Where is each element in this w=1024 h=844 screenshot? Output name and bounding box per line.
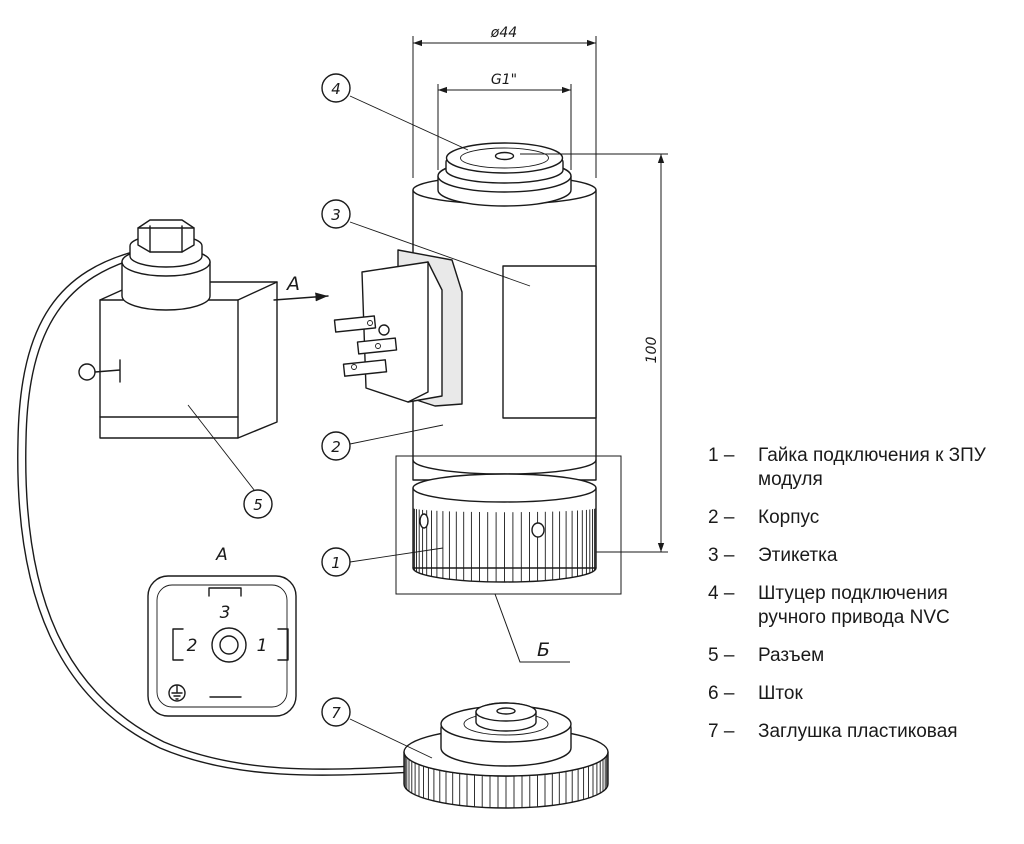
- legend-item: 5 – Разъем: [708, 644, 1018, 668]
- legend-number: 2 –: [708, 507, 735, 528]
- svg-text:4: 4: [331, 80, 341, 98]
- plug-connector: [78, 219, 278, 439]
- legend-item: 4 – Штуцер подключения ручного привода NV…: [708, 582, 1018, 630]
- detail-frame-b: [395, 455, 622, 663]
- callout-7: 7: [321, 697, 351, 727]
- legend-item: 6 – Шток: [708, 682, 1018, 706]
- svg-text:1: 1: [331, 554, 341, 572]
- legend-text: Разъем: [758, 645, 825, 666]
- svg-text:2: 2: [331, 438, 341, 456]
- svg-text:3: 3: [331, 206, 341, 224]
- legend-text: Гайка подключения к ЗПУ модуля: [758, 445, 986, 490]
- parts-legend: 1 – Гайка подключения к ЗПУ модуля 2 – Корп…: [708, 444, 1018, 758]
- svg-text:5: 5: [253, 496, 263, 514]
- legend-number: 1 –: [708, 445, 735, 466]
- legend-number: 7 –: [708, 721, 735, 742]
- plug-knurl-lines: [403, 753, 609, 808]
- legend-number: 5 –: [708, 645, 735, 666]
- legend-text: Корпус: [758, 507, 820, 528]
- legend-number: 3 –: [708, 545, 735, 566]
- dimension-thread: G1": [437, 72, 572, 170]
- legend-item: 2 – Корпус: [708, 506, 1018, 530]
- pin-1-label: 1: [257, 636, 268, 656]
- cable: [17, 249, 416, 776]
- connection-nut: [412, 473, 597, 583]
- connector-face-view: [147, 575, 297, 717]
- legend-number: 6 –: [708, 683, 735, 704]
- arrow-a-label: А: [285, 273, 300, 295]
- detail-b-label: Б: [537, 639, 550, 661]
- callout-5: 5: [243, 489, 273, 519]
- label-sticker: [502, 265, 597, 419]
- legend-text: Штуцер подключения ручного привода NVC: [758, 583, 950, 628]
- fitting-top: [437, 142, 572, 207]
- dimension-diameter: ø44: [412, 25, 597, 178]
- pin-2-label: 2: [187, 636, 198, 656]
- legend-item: 1 – Гайка подключения к ЗПУ модуля: [708, 444, 1018, 492]
- legend-text: Этикетка: [758, 545, 838, 566]
- legend-item: 3 – Этикетка: [708, 544, 1018, 568]
- callout-leaders: [187, 95, 531, 759]
- diameter-label: ø44: [490, 25, 517, 41]
- callout-2: 2: [321, 431, 351, 461]
- dimension-height: 100: [520, 153, 668, 553]
- thread-label: G1": [491, 72, 517, 88]
- svg-text:7: 7: [331, 704, 341, 722]
- legend-text: Шток: [758, 683, 803, 704]
- callout-4: 4: [321, 73, 351, 103]
- legend-item: 7 – Заглушка пластиковая: [708, 720, 1018, 744]
- legend-text: Заглушка пластиковая: [758, 721, 958, 742]
- callout-3: 3: [321, 199, 351, 229]
- height-label: 100: [644, 337, 660, 364]
- view-a-title: А: [215, 545, 228, 565]
- pin-3-label: 3: [220, 603, 231, 623]
- callout-1: 1: [321, 547, 351, 577]
- knurl-lines: [412, 508, 597, 582]
- plastic-plug: [403, 702, 609, 809]
- connector-socket: [333, 249, 463, 407]
- view-arrow-a: [273, 292, 329, 302]
- legend-number: 4 –: [708, 583, 735, 604]
